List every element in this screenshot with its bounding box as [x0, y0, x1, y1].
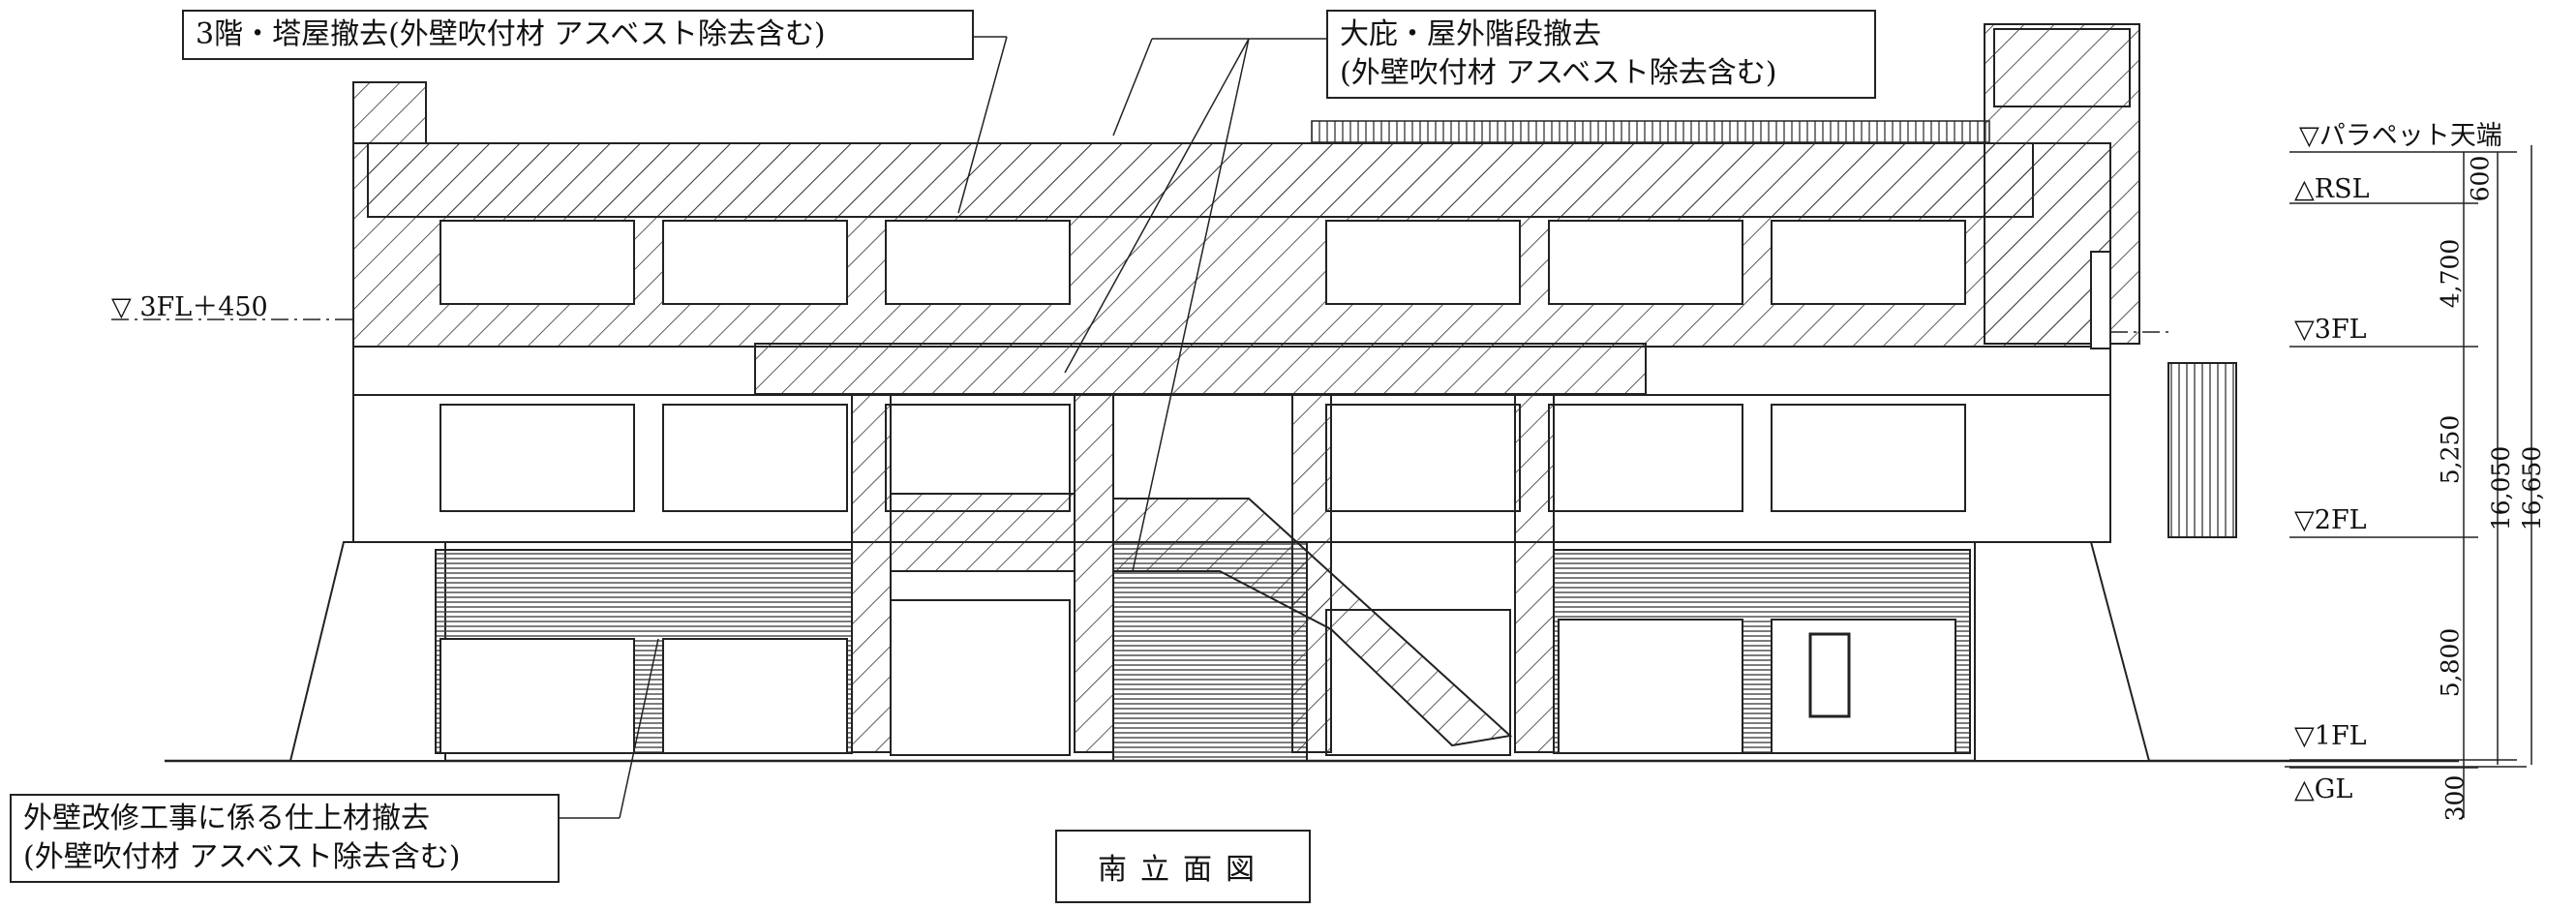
drawing-title: 南立面図 — [1055, 830, 1311, 903]
dimension-lines — [2463, 145, 2532, 818]
tower-left — [352, 81, 427, 144]
level-2fl: ▽2FL — [2294, 505, 2367, 535]
level-parapet: ▽パラペット天端 — [2299, 121, 2502, 151]
dim-16050: 16,050 — [2487, 445, 2516, 531]
dim-16650: 16,650 — [2518, 445, 2547, 531]
dim-5800: 5,800 — [2436, 627, 2465, 698]
level-1fl: ▽1FL — [2294, 721, 2367, 751]
level-3fl-plus-450: ▽ 3FL＋450 — [111, 292, 268, 322]
callout-finish-removal: 外壁改修工事に係る仕上材撤去 (外壁吹付材 アスベスト除去含む) — [10, 794, 560, 883]
level-rsl: △RSL — [2294, 174, 2370, 204]
parapet-band — [367, 142, 2034, 218]
leader-lines — [557, 36, 1326, 819]
base-wall-right — [1974, 541, 2151, 762]
dim-5250: 5,250 — [2436, 414, 2465, 485]
callout-canopy-stair-removal: 大庇・屋外階段撤去 (外壁吹付材 アスベスト除去含む) — [1326, 10, 1876, 99]
level-3fl: ▽3FL — [2294, 315, 2367, 345]
drawing-title-text: 南立面図 — [1098, 853, 1268, 887]
callout-roof-removal: 3階・塔屋撤去(外壁吹付材 アスベスト除去含む) — [182, 10, 974, 60]
third-floor-windows — [439, 220, 1966, 305]
right-side-balcony — [2167, 362, 2237, 538]
side-door — [1808, 632, 1851, 718]
dim-4700: 4,700 — [2436, 238, 2465, 309]
dim-300: 300 — [2440, 774, 2470, 822]
canopy-structure — [754, 343, 1647, 753]
dim-600: 600 — [2466, 155, 2495, 202]
tower-right-top-hatch — [1994, 29, 2130, 106]
level-lines — [2289, 151, 2517, 769]
level-gl: △GL — [2294, 774, 2353, 804]
base-wall-left — [288, 541, 446, 762]
roof-fence — [1311, 120, 1990, 143]
right-side-pillar — [2090, 251, 2111, 349]
